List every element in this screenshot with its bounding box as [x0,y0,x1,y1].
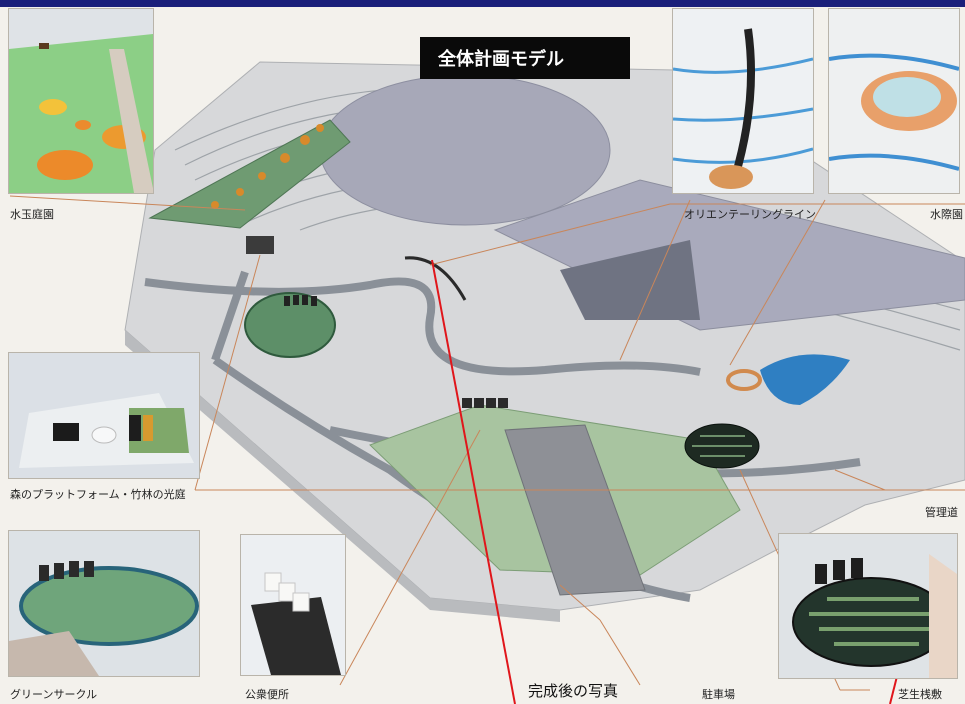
page-title: 全体計画モデル [420,37,630,79]
label-suisai: 水際園 [930,208,963,221]
top-accent-bar [0,0,965,7]
label-toilet: 公衆便所 [245,688,289,701]
photo-mizutama-garden [8,8,154,194]
photo-green-circle [8,530,200,677]
photo-public-toilet [240,534,346,676]
label-orienteering: オリエンテーリングライン [684,208,816,221]
label-shibafu: 芝生桟敷 [898,688,942,701]
label-green-circle: グリーンサークル [10,688,98,701]
photo-forest-platform [8,352,200,479]
photo-waterside-garden [828,8,960,194]
label-mizutama: 水玉庭園 [10,208,54,221]
label-mori: 森のプラットフォーム・竹林の光庭 [10,488,186,501]
completed-photo-caption: 完成後の写真 [528,682,619,700]
label-parking: 駐車場 [702,688,735,701]
photo-lawn-seating [778,533,958,679]
label-kanrido: 管理道 [925,506,958,519]
photo-orienteering-line [672,8,814,194]
